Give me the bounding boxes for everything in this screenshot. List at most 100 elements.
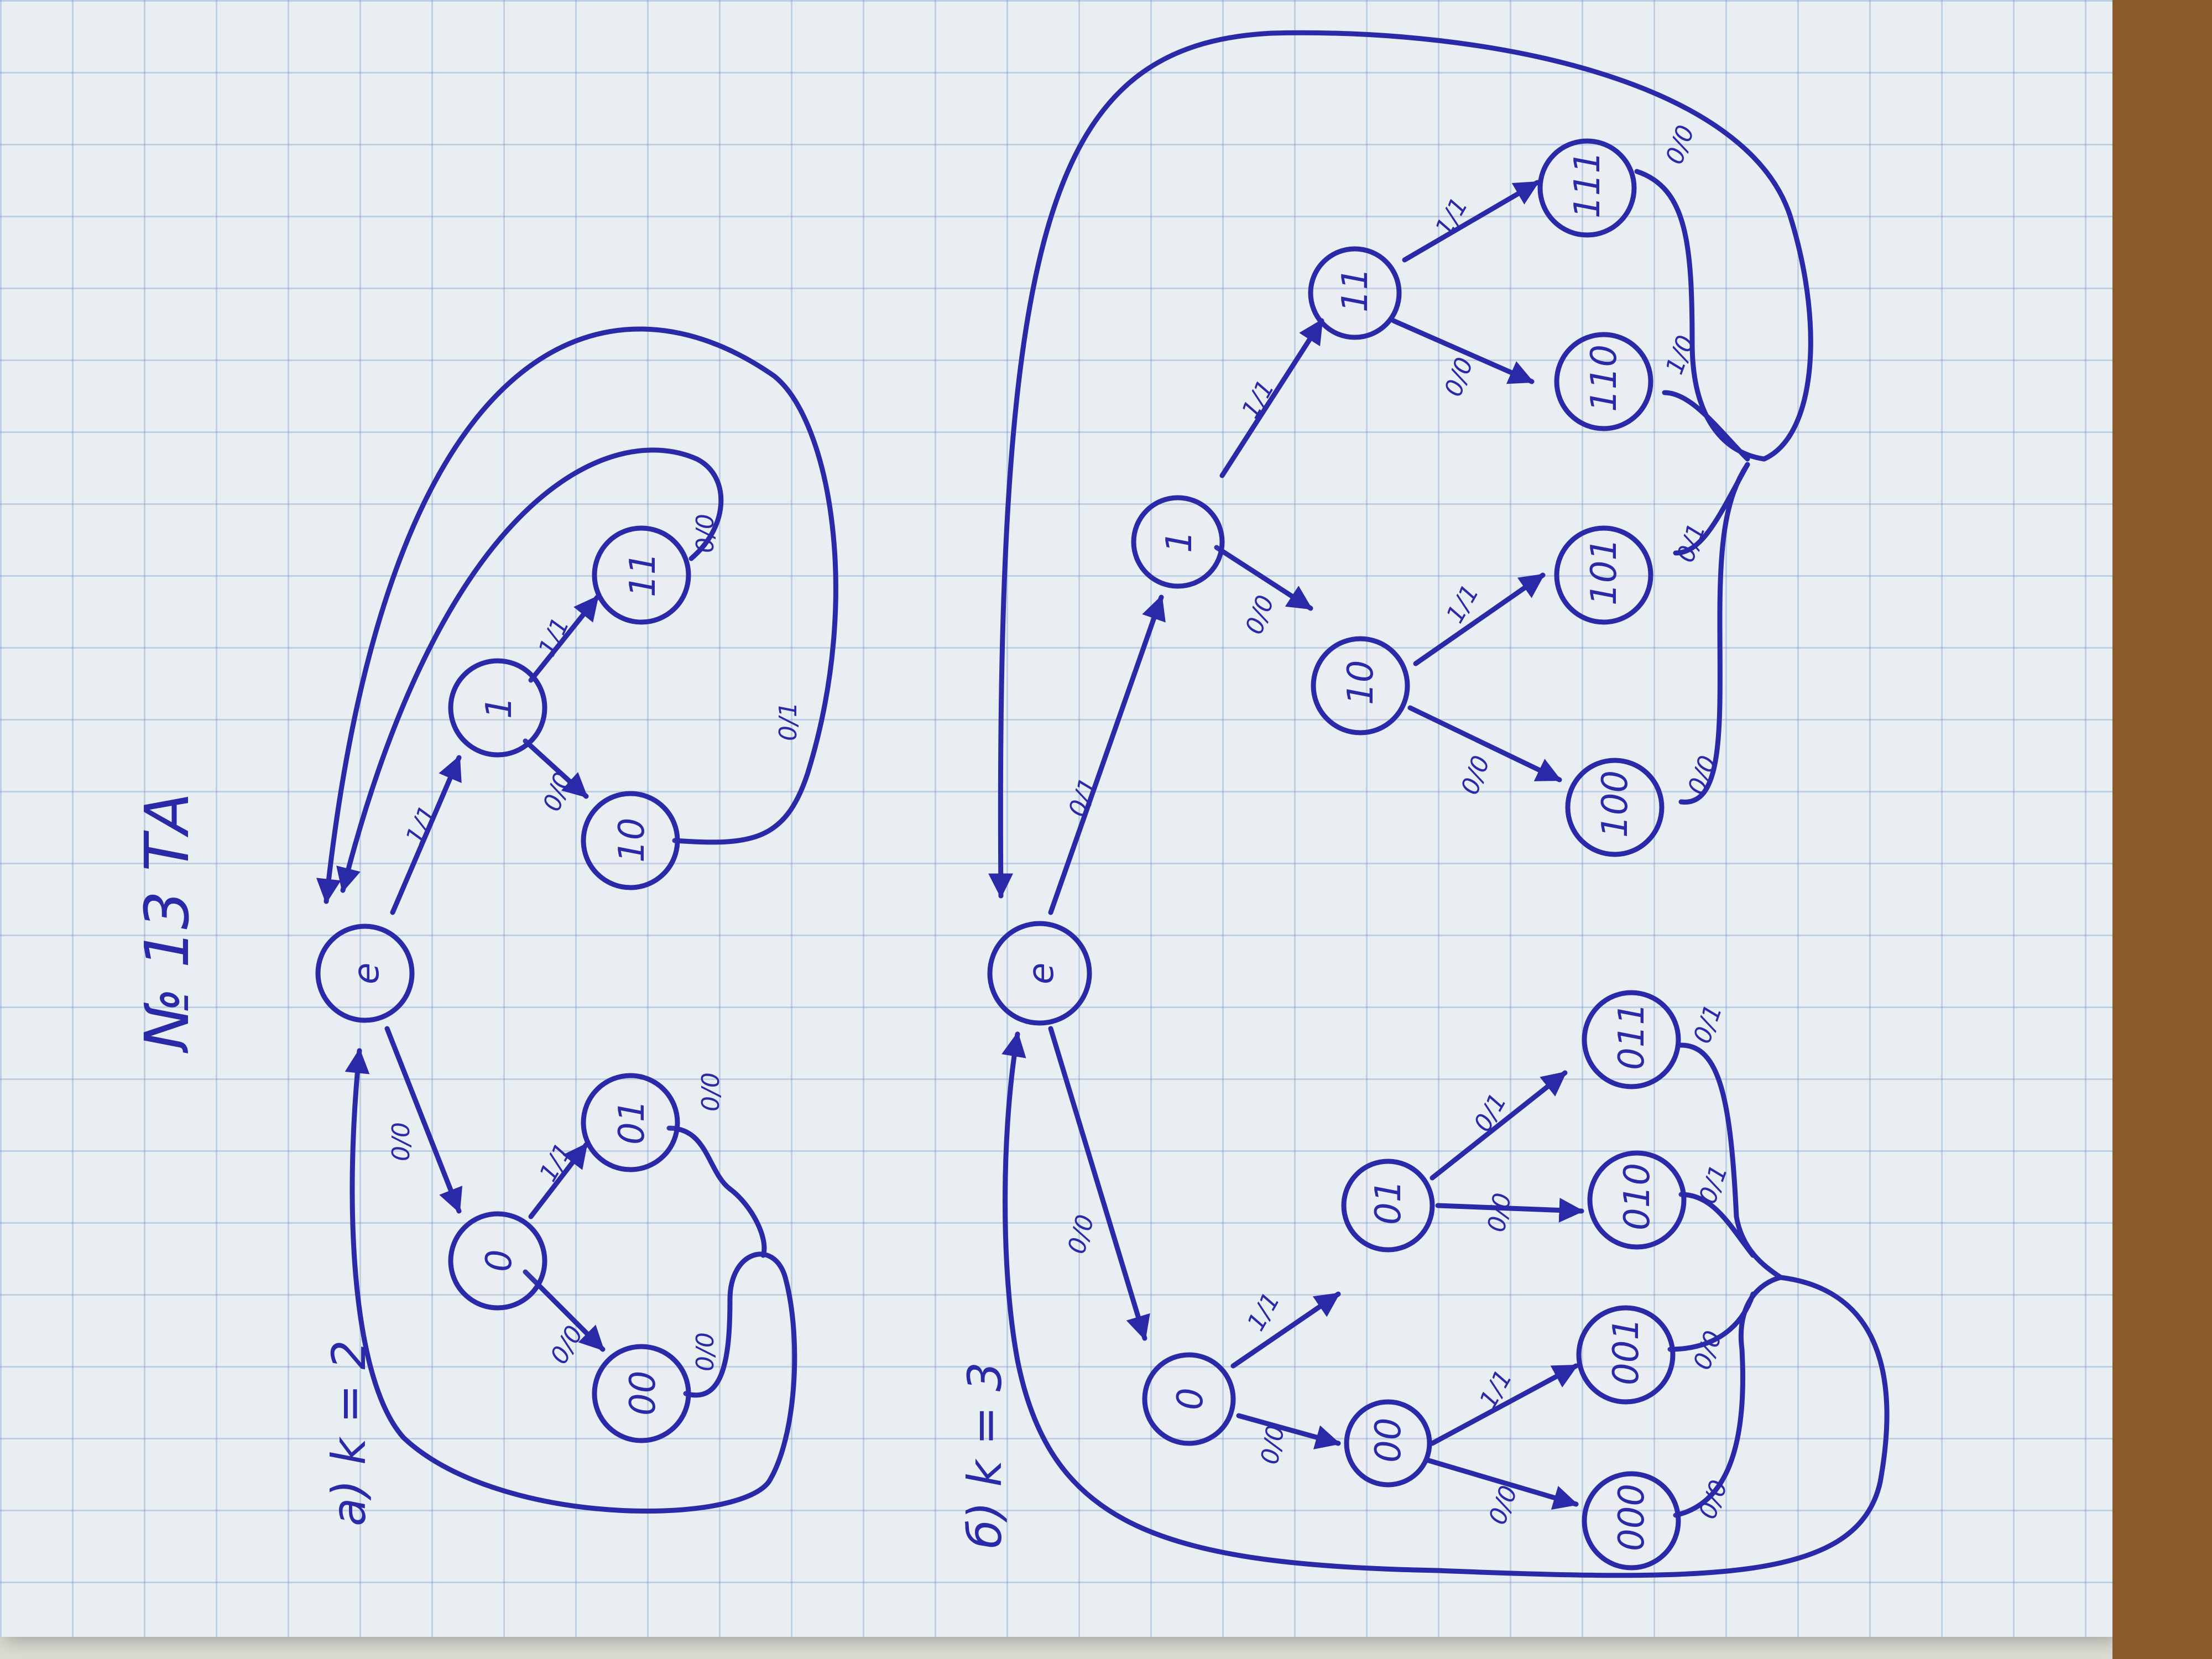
svg-text:10: 10 [612,818,653,863]
svg-text:e: e [346,963,387,984]
edge-label-b-010-back: 0/1 [1693,1161,1733,1208]
node-b-11: 11 [1308,246,1402,340]
part-a-edge-labels: 0/0 0/0 1/1 0/0 0/0 1/1 0/0 1/1 0/0 0/1 [387,514,802,1371]
svg-text:00: 00 [1368,1418,1409,1463]
edge-b-0-01 [1230,1291,1341,1369]
svg-text:11: 11 [623,552,664,597]
node-b-0: 0 [1142,1352,1236,1446]
edge-label-a-11-back: 0/0 [691,514,719,553]
svg-text:11: 11 [1335,268,1376,312]
edge-a-10-back [316,326,838,904]
edge-label-b-101-back: 0/1 [1671,520,1711,566]
svg-text:0: 0 [479,1249,520,1272]
edge-b-011-back [1678,1042,1783,1280]
node-b-1: 1 [1131,495,1225,589]
svg-text:00: 00 [623,1371,664,1416]
part-b-nodes: e 0 1 00 01 10 11 000 [987,138,1687,1571]
svg-text:011: 011 [1611,1003,1652,1070]
edge-b-101-back [1673,462,1750,556]
edge-b-11-110 [1391,318,1535,384]
edge-a-e-1 [390,755,462,915]
edge-a-11-back [336,447,724,893]
edge-label-a-00-back: 0/0 [691,1332,719,1371]
edge-b-000-back [1673,1275,1783,1518]
svg-text:01: 01 [1368,1180,1409,1225]
node-a-0: 0 [448,1211,547,1311]
node-b-011: 011 [1582,990,1681,1089]
node-b-000: 000 [1582,1471,1681,1571]
page-title: № 13 ТА [132,792,202,1053]
edge-b-one-hub-back [988,30,1813,899]
svg-text:1: 1 [479,696,520,719]
edge-label-a-10-back: 0/1 [774,702,802,741]
edge-b-01-010 [1435,1197,1584,1223]
edge-a-1-10 [523,738,589,799]
node-a-11: 11 [592,525,691,625]
svg-text:101: 101 [1584,538,1625,606]
svg-text:010: 010 [1617,1163,1658,1230]
edge-label-b-111-back: 0/0 [1660,122,1700,168]
svg-text:000: 000 [1611,1484,1652,1551]
svg-text:0: 0 [1170,1387,1211,1410]
node-b-10: 10 [1311,636,1410,735]
svg-text:111: 111 [1567,151,1608,218]
svg-text:e: e [1021,963,1062,984]
node-a-e: e [315,924,415,1023]
edge-b-00-000 [1424,1457,1579,1510]
node-a-10: 10 [581,791,680,890]
edge-b-1-11 [1219,318,1324,478]
edge-b-zero-hub-back [1001,1031,1890,1578]
edge-b-00-001 [1430,1363,1579,1446]
grid-paper [0,0,2112,1637]
node-b-e: e [987,921,1092,1026]
edge-b-11-111 [1402,180,1540,263]
edge-label-b-11-110: 0/0 [1439,354,1479,400]
edge-a-01-back [666,1125,767,1258]
edge-b-111-back [1634,169,1767,462]
edge-b-e-0 [1048,1026,1150,1341]
part-b-edges [988,30,1890,1578]
node-a-01: 01 [581,1073,680,1172]
edge-label-b-00-001: 1/1 [1474,1365,1518,1413]
edge-label-b-01-011: 0/1 [1468,1089,1512,1137]
part-b-label: б) k = 3 [958,1362,1012,1548]
node-b-010: 010 [1587,1150,1687,1250]
edge-label-b-01-010: 0/0 [1483,1191,1517,1234]
edge-label-b-1-10: 0/0 [1240,592,1280,638]
svg-text:110: 110 [1584,345,1625,412]
svg-text:001: 001 [1606,1318,1647,1385]
edge-label-b-11-111: 1/1 [1430,193,1474,241]
node-b-001: 001 [1576,1305,1676,1405]
node-b-100: 100 [1565,758,1665,857]
node-a-1: 1 [448,658,547,758]
edge-label-a-1-11: 1/1 [533,613,575,661]
edge-b-10-100 [1407,705,1562,782]
svg-text:100: 100 [1595,770,1636,838]
edge-label-a-01-back: 0/0 [697,1072,725,1112]
edge-label-a-1-10: 0/0 [538,769,577,815]
edge-b-1-10 [1214,545,1313,611]
edge-label-b-0-00: 0/0 [1256,1423,1291,1467]
edge-a-e-0 [384,1026,463,1214]
node-b-01: 01 [1341,1159,1435,1253]
node-a-00: 00 [592,1344,691,1443]
edge-b-0-00 [1236,1413,1341,1449]
svg-text:1: 1 [1159,530,1200,553]
desk-surface [2112,0,2212,1659]
edge-label-b-10-100: 0/0 [1455,752,1495,799]
node-b-110: 110 [1554,332,1653,431]
edge-b-100-back [1678,462,1750,805]
edge-label-b-0-01: 1/1 [1241,1288,1286,1336]
part-a-nodes: e 0 1 00 01 10 11 [315,525,691,1443]
edge-b-01-011 [1430,1070,1568,1181]
edge-a-00-back [345,1048,797,1514]
node-b-111: 111 [1537,138,1637,238]
edge-b-e-1 [1048,594,1166,915]
edge-label-b-011-back: 0/1 [1688,1001,1728,1047]
edge-label-a-0-01: 1/1 [534,1139,578,1187]
edge-label-a-e-0: 0/0 [387,1122,415,1161]
edge-a-0-01 [528,1142,589,1219]
node-b-101: 101 [1554,525,1653,625]
edge-label-b-e-0: 0/0 [1062,1212,1100,1257]
